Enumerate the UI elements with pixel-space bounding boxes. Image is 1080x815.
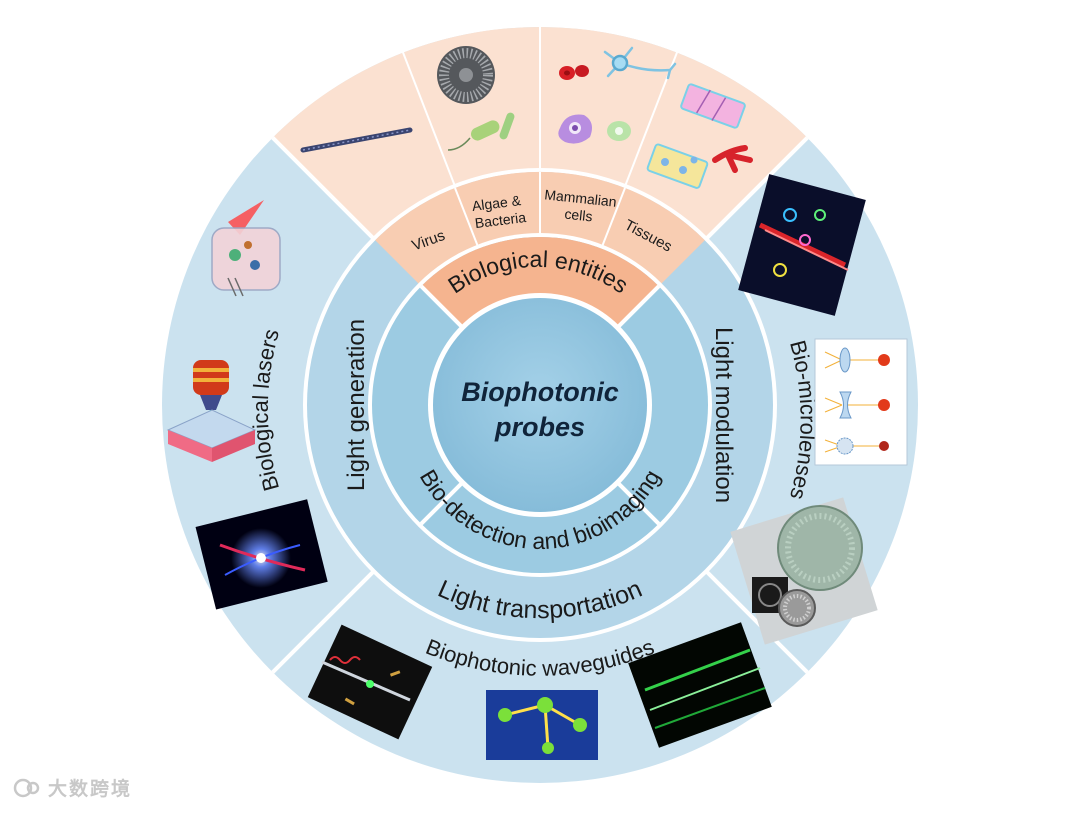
- green-waveguide-icon: [628, 622, 772, 748]
- label-algae-line1: Algae &: [471, 192, 522, 214]
- lens-focusing-icon: [814, 338, 908, 466]
- red-blood-cell-icon: [559, 65, 589, 80]
- center-disc: Biophotonic probes: [428, 293, 652, 517]
- network-waveguide-icon: [486, 690, 598, 760]
- label-light-modulation: Light modulation: [710, 327, 737, 503]
- virus-filament-icon: [300, 127, 413, 153]
- microlens-scene-icon: [738, 174, 866, 316]
- mammalian-cell-icon: [558, 114, 631, 144]
- laser-cylinder-icon: [211, 200, 281, 297]
- laser-objective-icon: [166, 360, 257, 462]
- watermark-text: 大数跨境: [48, 779, 133, 800]
- laser-starburst-icon: [195, 499, 328, 610]
- fiber-waveguide-icon: [307, 624, 433, 740]
- diatom-photo-icon: [730, 497, 878, 645]
- center-title-line2: probes: [494, 412, 585, 442]
- label-mammalian-line1: Mammalian: [544, 186, 618, 209]
- diatom-icon: [437, 46, 495, 104]
- center-title-line1: Biophotonic: [461, 377, 618, 407]
- label-mammalian-line2: cells: [564, 206, 594, 225]
- watermark: 大数跨境: [12, 774, 132, 801]
- bacteria-icon: [447, 112, 515, 151]
- neuron-icon: [603, 46, 677, 80]
- tissue-icon: [646, 83, 753, 189]
- label-light-generation: Light generation: [343, 319, 370, 491]
- label-algae-line2: Bacteria: [474, 209, 527, 231]
- watermark-logo-icon: [13, 778, 40, 797]
